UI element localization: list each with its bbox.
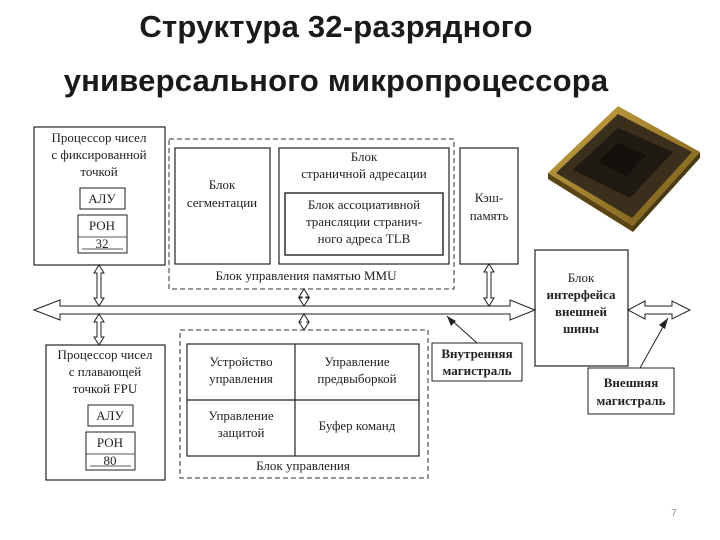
fixed-line-1: Процессор чисел — [52, 130, 147, 145]
segmentation-box — [174, 147, 271, 265]
prefetch-line-2: предвыборкой — [317, 371, 396, 386]
cache-line-1: Кэш- — [475, 190, 503, 205]
fixed-ron-label: РОН — [89, 218, 115, 233]
vertical-arrow-control — [298, 313, 310, 331]
fpu-line-3: точкой FPU — [73, 381, 138, 396]
prefetch-line-1: Управление — [324, 354, 389, 369]
control-dashed-block — [179, 329, 429, 479]
cache-box — [459, 147, 519, 265]
protection-line-1: Управление — [208, 408, 273, 423]
mmu-dashed-block — [168, 138, 455, 290]
fixed-alu-label: АЛУ — [88, 191, 116, 206]
fpu-alu-box — [87, 404, 134, 427]
segment-line-2: сегментации — [187, 195, 257, 210]
paging-line-2: страничной адресации — [301, 166, 427, 181]
cache-line-2: память — [470, 208, 509, 223]
mmu-label: Блок управления памятью MMU — [216, 268, 398, 283]
fpu-line-2: с плавающей — [69, 364, 141, 379]
fixed-ron-box — [77, 214, 128, 254]
bus-interface-box — [534, 249, 629, 367]
external-bus-label-box — [587, 367, 675, 415]
fixed-alu-box — [79, 187, 126, 210]
control-unit-line-2: управления — [209, 371, 273, 386]
vertical-arrow-fpu — [93, 313, 105, 346]
internal-bus-line-2: магистраль — [443, 363, 512, 378]
paging-line-1: Блок — [351, 149, 378, 164]
external-bus-line-2: магистраль — [597, 393, 666, 408]
tlb-box — [284, 192, 444, 256]
protection-line-2: защитой — [218, 425, 265, 440]
vertical-arrow-fixed — [93, 264, 105, 307]
vertical-arrow-cache — [483, 263, 495, 307]
fpu-ron-label: РОН — [97, 435, 123, 450]
slide-title-line-1: Структура 32-разрядного — [139, 9, 533, 44]
internal-bus-line-1: Внутренняя — [441, 346, 512, 361]
biu-line-3: внешней — [555, 304, 608, 319]
fpu-line-1: Процессор чисел — [58, 347, 153, 362]
control-block-label: Блок управления — [256, 458, 350, 473]
slide-title-line-2: универсального микропроцессора — [63, 63, 609, 98]
biu-line-4: шины — [563, 321, 599, 336]
biu-line-1: Блок — [568, 270, 595, 285]
fpu-bits-label: 80 — [104, 453, 117, 468]
vertical-arrow-mmu — [298, 288, 310, 307]
segment-line-1: Блок — [209, 177, 236, 192]
fixed-line-3: точкой — [80, 164, 117, 179]
tlb-line-2: трансляции странич- — [306, 214, 422, 229]
slide-number: 7 — [671, 508, 677, 519]
tlb-line-3: ного адреса TLB — [318, 231, 411, 246]
fpu-ron-box — [85, 431, 136, 471]
fpu-alu-label: АЛУ — [96, 408, 124, 423]
cpu-chip-image — [548, 106, 700, 232]
internal-bus-arrow — [32, 299, 537, 321]
control-unit-line-1: Устройство — [209, 354, 272, 369]
fixed-bits-label: 32 — [96, 236, 109, 251]
buffer-label: Буфер команд — [319, 418, 396, 433]
external-bus-line-1: Внешняя — [604, 375, 658, 390]
external-bus-arrow — [626, 300, 692, 320]
internal-bus-label-box — [431, 342, 523, 382]
biu-line-2: интерфейса — [546, 287, 616, 302]
fixed-line-2: с фиксированной — [51, 147, 146, 162]
tlb-line-1: Блок ассоциативной — [308, 197, 420, 212]
